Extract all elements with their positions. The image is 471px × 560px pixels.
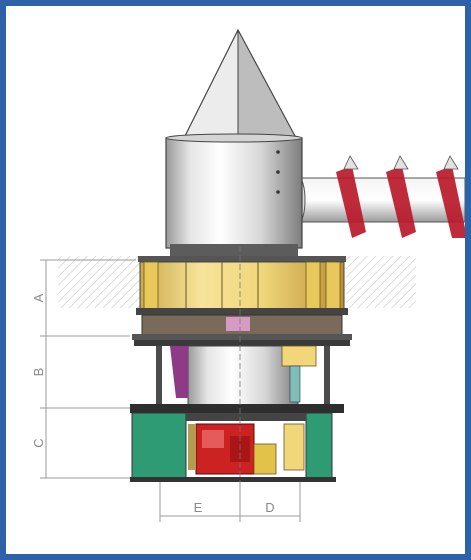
dimension-label-b: B — [31, 368, 46, 377]
dimension-label-e: E — [194, 500, 203, 515]
dimension-label-a: A — [31, 293, 46, 302]
horizontal-dimensions — [159, 482, 301, 522]
dimension-label-d: D — [265, 500, 274, 515]
base-frame — [130, 412, 336, 482]
ground-hatch-left — [58, 256, 140, 308]
screw-conveyor — [292, 155, 465, 238]
middle-body — [130, 340, 350, 413]
diagram-frame: A B C E D — [6, 6, 465, 554]
machine-diagram: A B C E D — [31, 28, 465, 522]
vertical-dimensions — [40, 259, 136, 479]
ground-hatch-right — [346, 256, 416, 308]
upper-cylinder — [165, 133, 303, 256]
yellow-ring-frame — [132, 256, 352, 340]
dimension-label-c: C — [31, 438, 46, 447]
feed-cone — [183, 28, 298, 139]
